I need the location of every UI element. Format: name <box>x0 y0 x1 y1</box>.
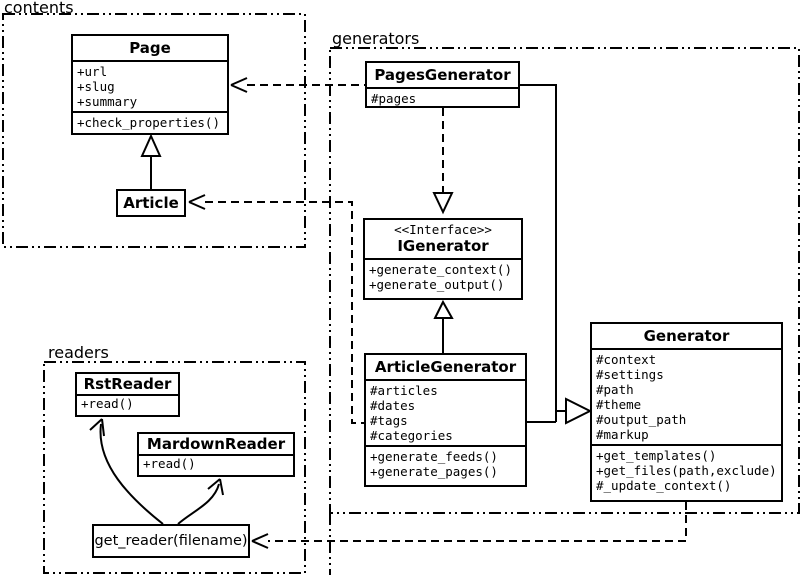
attribute: +slug <box>77 79 115 94</box>
pagesgenerator-to-page-dependency-arrow <box>230 77 365 93</box>
getreader-to-rstreader-arrow <box>89 418 164 525</box>
class-rstreader: RstReader +read() <box>75 372 180 417</box>
class-igenerator-header: <<Interface>> IGenerator <box>365 220 521 258</box>
generators-package-border <box>329 47 800 514</box>
class-generator-methods: +get_templates() +get_files(path,exclude… <box>592 444 781 495</box>
attribute: #theme <box>596 397 642 412</box>
attribute: #output_path <box>596 412 687 427</box>
readers-package-border <box>43 361 306 574</box>
attribute: #pages <box>371 91 417 106</box>
class-generator-name: Generator <box>643 327 730 345</box>
attribute: #dates <box>370 398 416 413</box>
generators-package-label: generators <box>332 29 420 48</box>
generators-to-generator-generalization-arrow <box>520 84 593 425</box>
class-igenerator-methods: +generate_context() +generate_output() <box>365 258 521 294</box>
class-generator: Generator #context #settings #path #them… <box>590 322 783 502</box>
contents-package-border <box>2 13 306 248</box>
attribute: +url <box>77 64 108 79</box>
method: +read() <box>81 396 134 411</box>
class-article: Article <box>116 189 186 217</box>
method: +generate_output() <box>369 277 505 292</box>
method: +generate_feeds() <box>370 449 498 464</box>
article-to-page-generalization-arrow <box>140 133 162 189</box>
attribute: #categories <box>370 428 453 443</box>
class-generator-attributes: #context #settings #path #theme #output_… <box>592 348 781 444</box>
getreader-to-markdownreader-arrow <box>177 478 224 525</box>
method: +check_properties() <box>77 115 220 130</box>
function-get-reader-label: get_reader(filename) <box>94 533 248 549</box>
class-articlegenerator-attributes: #articles #dates #tags #categories <box>366 379 525 445</box>
class-igenerator: <<Interface>> IGenerator +generate_conte… <box>363 218 523 300</box>
method: +generate_pages() <box>370 464 498 479</box>
articlegenerator-to-igenerator-generalization-arrow <box>433 299 454 353</box>
class-markdownreader: MardownReader +read() <box>137 432 295 477</box>
class-articlegenerator-name: ArticleGenerator <box>374 358 517 376</box>
method: +generate_context() <box>369 262 512 277</box>
class-rstreader-methods: +read() <box>77 394 178 411</box>
attribute: +summary <box>77 94 138 109</box>
class-pagesgenerator-attributes: #pages <box>367 87 518 106</box>
class-article-name: Article <box>123 194 179 212</box>
attribute: #path <box>596 382 634 397</box>
class-page-attributes: +url +slug +summary <box>73 60 227 111</box>
class-articlegenerator: ArticleGenerator #articles #dates #tags … <box>364 353 527 487</box>
class-igenerator-name: IGenerator <box>397 237 489 255</box>
function-get-reader: get_reader(filename) <box>92 524 250 558</box>
class-pagesgenerator: PagesGenerator #pages <box>365 61 520 108</box>
attribute: #tags <box>370 413 408 428</box>
method: +get_templates() <box>596 448 717 463</box>
class-markdownreader-methods: +read() <box>139 454 293 471</box>
generator-to-getreader-dependency-arrow <box>251 502 687 549</box>
contents-package-label: contents <box>4 0 74 17</box>
articlegenerator-to-article-dependency-arrow <box>188 194 364 424</box>
class-articlegenerator-methods: +generate_feeds() +generate_pages() <box>366 445 525 481</box>
attribute: #articles <box>370 383 438 398</box>
method: +read() <box>143 456 196 471</box>
pagesgenerator-to-igenerator-realization-arrow <box>432 108 454 215</box>
class-page-methods: +check_properties() <box>73 111 227 132</box>
attribute: #markup <box>596 427 649 442</box>
class-markdownreader-name: MardownReader <box>146 435 286 453</box>
attribute: #context <box>596 352 657 367</box>
class-igenerator-stereotype: <<Interface>> <box>394 222 492 237</box>
readers-package-label: readers <box>48 343 109 362</box>
class-page-name: Page <box>129 39 171 57</box>
method: #_update_context() <box>596 478 732 493</box>
class-page: Page +url +slug +summary +check_properti… <box>71 34 229 135</box>
class-pagesgenerator-name: PagesGenerator <box>374 66 511 84</box>
method: +get_files(path,exclude) <box>596 463 777 478</box>
attribute: #settings <box>596 367 664 382</box>
class-rstreader-name: RstReader <box>83 375 172 393</box>
